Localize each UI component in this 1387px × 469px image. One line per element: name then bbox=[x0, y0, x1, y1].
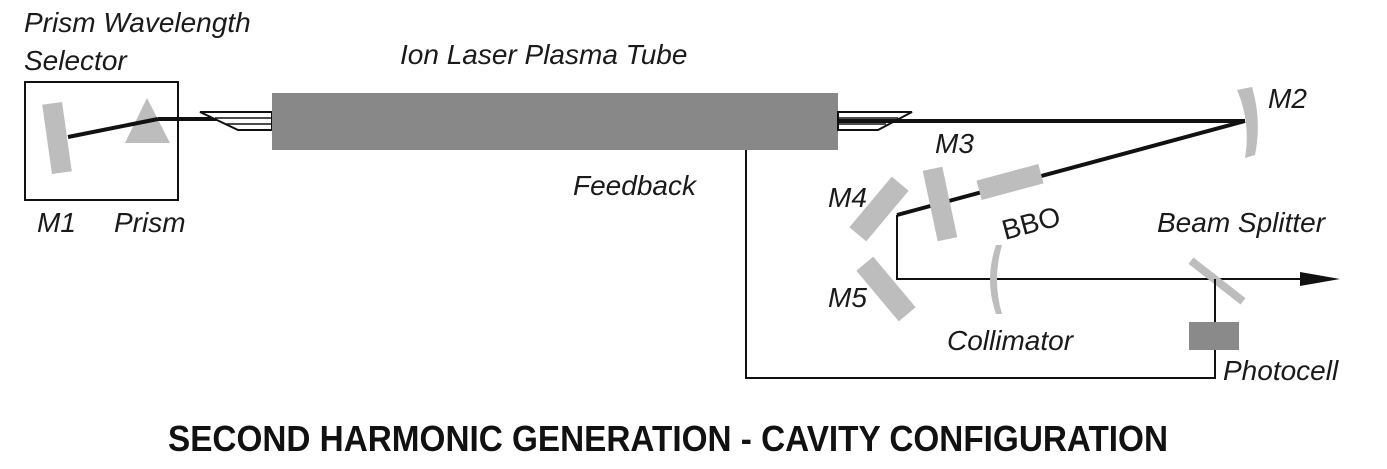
label-feedback: Feedback bbox=[573, 170, 698, 201]
mirror-m5 bbox=[856, 256, 916, 322]
mirror-m2 bbox=[1237, 87, 1258, 158]
feedback-line bbox=[745, 150, 1216, 379]
label-m4: M4 bbox=[828, 182, 867, 213]
diagram-title: SECOND HARMONIC GENERATION - CAVITY CONF… bbox=[168, 418, 1168, 459]
mirror-m3 bbox=[922, 166, 958, 242]
label-m1: M1 bbox=[37, 207, 76, 238]
mirror-m1 bbox=[42, 101, 72, 175]
photocell bbox=[1189, 322, 1239, 350]
label-photocell: Photocell bbox=[1223, 355, 1339, 386]
label-m2: M2 bbox=[1268, 83, 1307, 114]
label-prism: Prism bbox=[114, 207, 186, 238]
label-beam-splitter: Beam Splitter bbox=[1157, 207, 1327, 238]
beam-m2-to-m4 bbox=[896, 119, 1246, 217]
beam-splitter bbox=[1188, 257, 1246, 305]
label-tube: Ion Laser Plasma Tube bbox=[400, 39, 687, 70]
label-selector-line1: Prism Wavelength bbox=[24, 7, 251, 38]
output-arrow-head bbox=[1300, 272, 1340, 286]
label-m5: M5 bbox=[828, 282, 867, 313]
beam-selector bbox=[67, 117, 159, 139]
plasma-tube bbox=[272, 93, 838, 150]
label-collimator: Collimator bbox=[947, 325, 1075, 356]
label-bbo: BBO bbox=[999, 201, 1064, 246]
collimator-lens bbox=[990, 245, 1002, 314]
bbo-crystal bbox=[976, 164, 1044, 200]
beam-m4-m5 bbox=[896, 215, 1300, 280]
label-m3: M3 bbox=[935, 128, 974, 159]
label-selector-line2: Selector bbox=[24, 45, 128, 76]
selector-box bbox=[24, 81, 179, 201]
mirror-m4 bbox=[849, 176, 909, 242]
